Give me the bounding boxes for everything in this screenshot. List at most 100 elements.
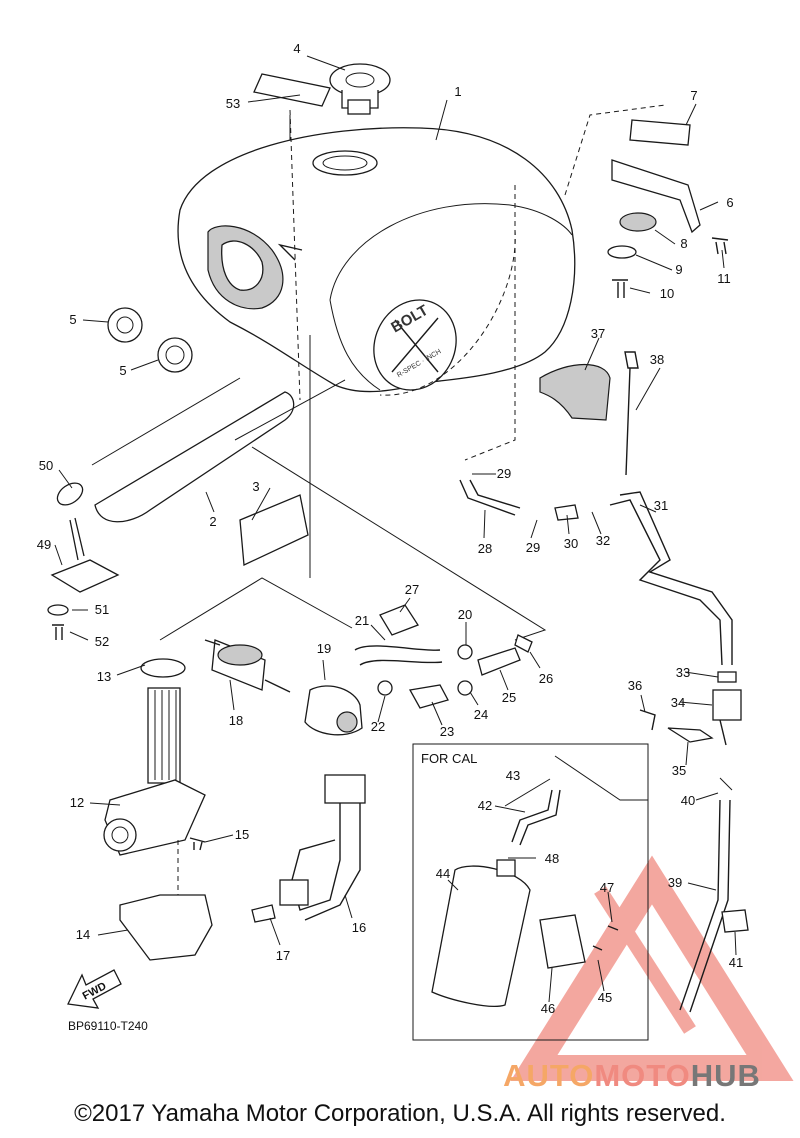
valve-bracket [667,727,714,743]
callout-39: 39 [668,875,682,890]
cal-hose [511,789,561,846]
callout-5b: 5 [119,363,126,378]
bolt [612,279,628,298]
callout-25: 25 [502,690,516,705]
tank-bracket [611,159,701,234]
callout-21: 21 [355,613,369,628]
callout-28: 28 [478,541,492,556]
callout-41: 41 [729,955,743,970]
watermark-hub: HUB [691,1058,761,1093]
callout-8: 8 [680,236,687,251]
callout-29a: 29 [497,466,511,481]
fuel-tank-exploded-view: BOLT R-SPEC · INCH [37,41,794,1093]
callout-26: 26 [539,671,553,686]
callout-51: 51 [95,602,109,617]
callout-23: 23 [440,724,454,739]
callout-33: 33 [676,665,690,680]
callout-34: 34 [671,695,685,710]
fuel-cock-assembly [103,658,206,856]
callout-45: 45 [598,990,612,1005]
leader-lines [54,55,737,1003]
callout-16: 16 [352,920,366,935]
cal-inset-box [412,743,649,1041]
hose-clip [251,904,276,923]
bolt-45 [592,925,619,951]
callout-15: 15 [235,827,249,842]
drain-hose [679,799,731,1013]
fuel-cap [329,63,391,115]
canister [431,859,531,1007]
watermark-logo [510,855,794,1081]
callout-3: 3 [252,479,259,494]
callout-19: 19 [317,641,331,656]
washer [607,245,637,259]
callout-52: 52 [95,634,109,649]
fuel-pump [304,685,363,736]
callout-37: 37 [591,326,605,341]
callout-40: 40 [681,793,695,808]
callout-53: 53 [226,96,240,111]
callout-12: 12 [70,795,84,810]
callout-32: 32 [596,533,610,548]
callout-42: 42 [478,798,492,813]
fwd-arrow-icon [67,969,122,1009]
breather-hoses [459,479,733,666]
pump-cover [119,894,213,961]
callout-13: 13 [97,669,111,684]
callout-numbers: 1 2 3 4 5 5 6 7 8 9 10 11 12 13 14 15 16… [37,41,743,1016]
bolt-36 [639,709,656,731]
callout-36: 36 [628,678,642,693]
callout-22: 22 [371,719,385,734]
callout-31: 31 [654,498,668,513]
callout-9: 9 [675,262,682,277]
copyright-notice: ©2017 Yamaha Motor Corporation, U.S.A. A… [74,1100,726,1127]
cal-inset-label: FOR CAL [421,751,477,766]
callout-1: 1 [454,84,461,99]
callout-44: 44 [436,866,450,881]
callout-10: 10 [660,286,674,301]
callout-50: 50 [39,458,53,473]
callout-38: 38 [650,352,664,367]
callout-2: 2 [209,514,216,529]
callout-30: 30 [564,536,578,551]
watermark-moto: MOTO [594,1058,690,1093]
callout-18: 18 [229,713,243,728]
screw [189,837,206,851]
callout-48: 48 [545,851,559,866]
callout-14: 14 [76,927,90,942]
fuel-hose-assembly [279,774,366,921]
side-cover [94,391,295,523]
sender-unit [50,517,120,593]
callout-11: 11 [717,271,731,286]
cover-plate [239,494,309,566]
callout-49: 49 [37,537,51,552]
damper [619,212,657,232]
callout-24: 24 [474,707,488,722]
callout-35: 35 [672,763,686,778]
callout-7: 7 [690,88,697,103]
washer-51 [47,604,69,616]
drawing-code: BP69110-T240 [68,1019,148,1033]
bracket-rubber [629,119,691,146]
bolt-small [711,237,729,255]
fuel-filter [204,639,291,693]
callout-29b: 29 [526,540,540,555]
hose-set [354,604,533,709]
grommet-pair [107,307,193,373]
callout-4: 4 [293,41,300,56]
fuel-valve [712,671,742,746]
watermark-auto: AUTO [503,1058,594,1093]
callout-17: 17 [276,948,290,963]
callout-27: 27 [405,582,419,597]
callout-6: 6 [726,195,733,210]
callout-20: 20 [458,607,472,622]
callout-43: 43 [506,768,520,783]
watermark-text: AUTOMOTOHUB [503,1058,761,1093]
clip-41 [721,909,749,933]
fuel-tank [177,127,576,393]
cable-tie [624,351,639,476]
o-ring [56,482,84,506]
callout-47: 47 [600,880,614,895]
screw-52 [52,624,64,640]
